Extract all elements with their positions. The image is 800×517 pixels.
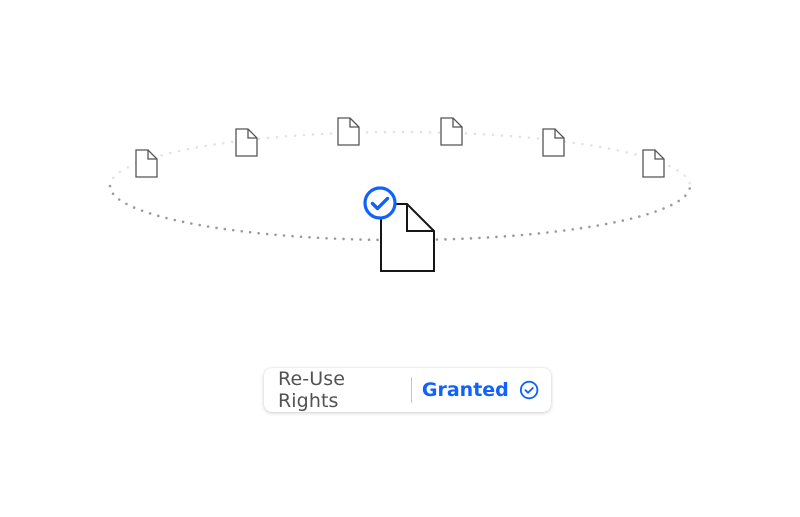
document-icon [235, 128, 258, 157]
divider [410, 377, 412, 403]
reuse-rights-status: Re-Use Rights Granted [264, 368, 551, 412]
document-icon [337, 117, 360, 146]
document-icon [135, 149, 158, 178]
featured-document-icon [380, 203, 435, 272]
checkmark-icon [363, 186, 397, 220]
document-icon [542, 128, 565, 157]
document-icon [440, 117, 463, 146]
status-value: Granted [421, 379, 509, 401]
orbit-back-path [108, 130, 692, 188]
status-label: Re-Use Rights [278, 368, 345, 412]
document-icon [642, 149, 665, 178]
orbit-front-path [108, 184, 692, 242]
check-circle-icon [519, 380, 539, 400]
